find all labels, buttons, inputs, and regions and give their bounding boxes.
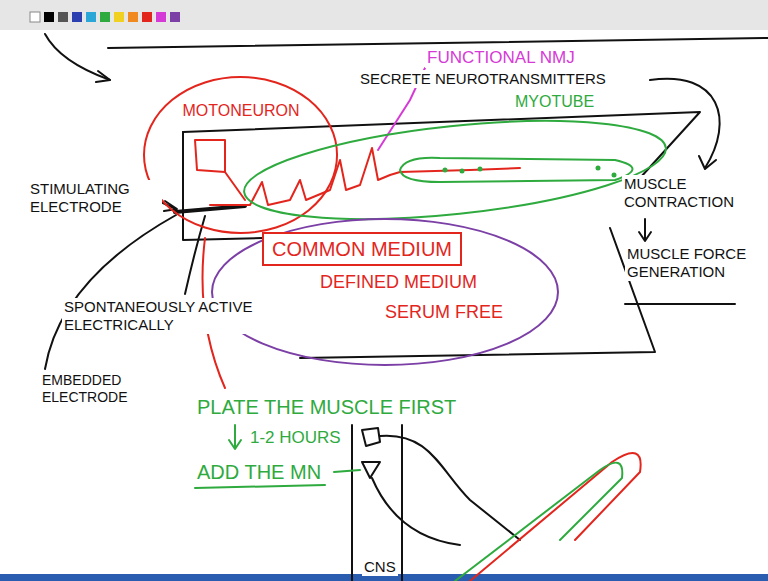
- outline-ellipse: [240, 104, 671, 236]
- dish-outline: [183, 112, 700, 178]
- nucleus-dot: [460, 169, 465, 174]
- sketch-stroke: [470, 453, 641, 581]
- arrow-head: [96, 71, 110, 82]
- color-swatch: [86, 12, 96, 22]
- step-note: ADD THE MN: [195, 460, 323, 484]
- node-text: COMMON MEDIUM: [272, 237, 452, 261]
- neuron-soma: [362, 428, 380, 446]
- color-swatch: [142, 12, 152, 22]
- down-arrow: [234, 425, 236, 448]
- annotation: MUSCLE CONTRACTION: [622, 175, 766, 211]
- pointer-line: [334, 470, 360, 472]
- step-note: 1-2 HOURS: [248, 428, 343, 448]
- nucleus-dot: [478, 167, 483, 172]
- node-outline: [142, 75, 339, 235]
- axon: [225, 172, 245, 200]
- nucleus-dot: [596, 166, 601, 171]
- myotube-ellipse: MYOTUBE: [240, 90, 670, 220]
- action-potential-trace: [210, 148, 520, 205]
- part-label: CNS: [362, 558, 398, 576]
- neuron-circle: MOTONEURON: [142, 75, 339, 235]
- annotation: MUSCLE FORCE GENERATION: [625, 245, 749, 281]
- neuron-soma: [195, 140, 225, 172]
- node-text: SERUM FREE: [385, 302, 503, 324]
- annotation: SPONTANEOUSLY ACTIVE ELECTRICALLY: [62, 298, 296, 334]
- sketch-stroke: [455, 463, 622, 581]
- myotube-body: [400, 158, 633, 182]
- node-text: MOTONEURON: [182, 101, 299, 120]
- node-text: MYOTUBE: [515, 92, 594, 111]
- color-swatch: [156, 12, 166, 22]
- nucleus-dot: [612, 173, 617, 178]
- underline: [625, 303, 735, 305]
- color-swatch: [58, 12, 68, 22]
- curved-arrow: [650, 79, 720, 168]
- arrow-head: [229, 440, 241, 449]
- arrow-head: [639, 232, 651, 241]
- axon: [380, 436, 520, 540]
- node-text: DEFINED MEDIUM: [320, 272, 477, 294]
- leader-line: [45, 215, 176, 369]
- node-outline: [240, 90, 670, 220]
- annotation: SECRETE NEUROTRANSMITTERS: [358, 70, 608, 88]
- color-swatch: [114, 12, 124, 22]
- annotation: FUNCTIONAL NMJ: [425, 48, 577, 68]
- outline-ellipse: [212, 219, 558, 365]
- underline: [195, 485, 325, 488]
- outline-ellipse: [144, 77, 337, 233]
- medium-ellipse: DEFINED MEDIUM SERUM FREE COMMON MEDIUM: [210, 217, 560, 367]
- part-label: EMBEDDED ELECTRODE: [40, 372, 144, 406]
- color-swatch: [44, 12, 54, 22]
- spinal-cord-wall: [351, 425, 353, 581]
- part-label: STIMULATING ELECTRODE: [28, 180, 162, 216]
- down-arrow: [644, 219, 646, 240]
- medium-box: COMMON MEDIUM: [262, 232, 462, 266]
- color-swatch: [170, 12, 180, 22]
- spinal-cord-wall: [401, 425, 403, 581]
- toolbar: [0, 0, 768, 30]
- neuron-soma: [362, 462, 380, 478]
- nucleus-dot: [443, 168, 448, 173]
- color-swatch: [30, 12, 40, 22]
- step-note: PLATE THE MUSCLE FIRST: [195, 395, 458, 419]
- color-swatch: [72, 12, 82, 22]
- embedded-electrode: [175, 206, 245, 212]
- color-swatch: [100, 12, 110, 22]
- axon: [372, 478, 460, 545]
- top-rule: [108, 38, 768, 48]
- color-swatch: [128, 12, 138, 22]
- arrow-head: [699, 156, 716, 169]
